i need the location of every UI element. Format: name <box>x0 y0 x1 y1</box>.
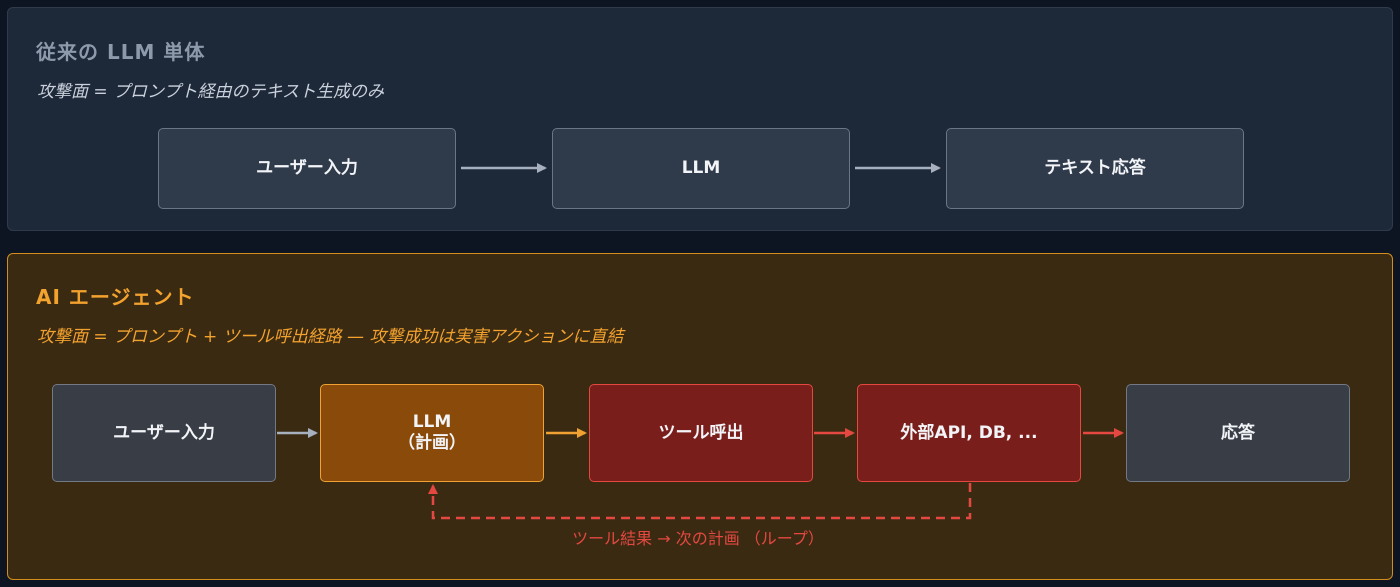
traditional-panel-subtitle: 攻撃面 = プロンプト経由のテキスト生成のみ <box>37 82 385 102</box>
node-user-input: ユーザー入力 <box>52 384 276 482</box>
agent-panel-title: AI エージェント <box>36 285 195 309</box>
traditional-llm-panel: 従来の LLM 単体 攻撃面 = プロンプト経由のテキスト生成のみ ユーザー入力… <box>7 7 1393 231</box>
node-external-api-db: 外部API, DB, ... <box>857 384 1081 482</box>
node-response: 応答 <box>1126 384 1350 482</box>
node-llm: LLM <box>552 128 850 209</box>
loop-back-arrow <box>428 483 972 520</box>
node-tool-call: ツール呼出 <box>589 384 813 482</box>
agent-flow-arrows <box>277 428 1124 520</box>
traditional-panel-title: 従来の LLM 単体 <box>36 40 206 64</box>
node-llm-sublabel: （計画） <box>398 433 466 453</box>
node-text-response: テキスト応答 <box>946 128 1244 209</box>
agent-panel-subtitle: 攻撃面 = プロンプト + ツール呼出経路 — 攻撃成功は実害アクションに直結 <box>37 327 624 347</box>
node-user-input: ユーザー入力 <box>158 128 456 209</box>
node-llm-label: LLM <box>412 412 452 432</box>
node-llm-planning: LLM （計画） <box>320 384 544 482</box>
traditional-flow-arrows <box>461 163 941 173</box>
loop-label: ツール結果 → 次の計画 （ループ） <box>572 529 824 548</box>
ai-agent-panel: AI エージェント 攻撃面 = プロンプト + ツール呼出経路 — 攻撃成功は実… <box>7 253 1393 580</box>
